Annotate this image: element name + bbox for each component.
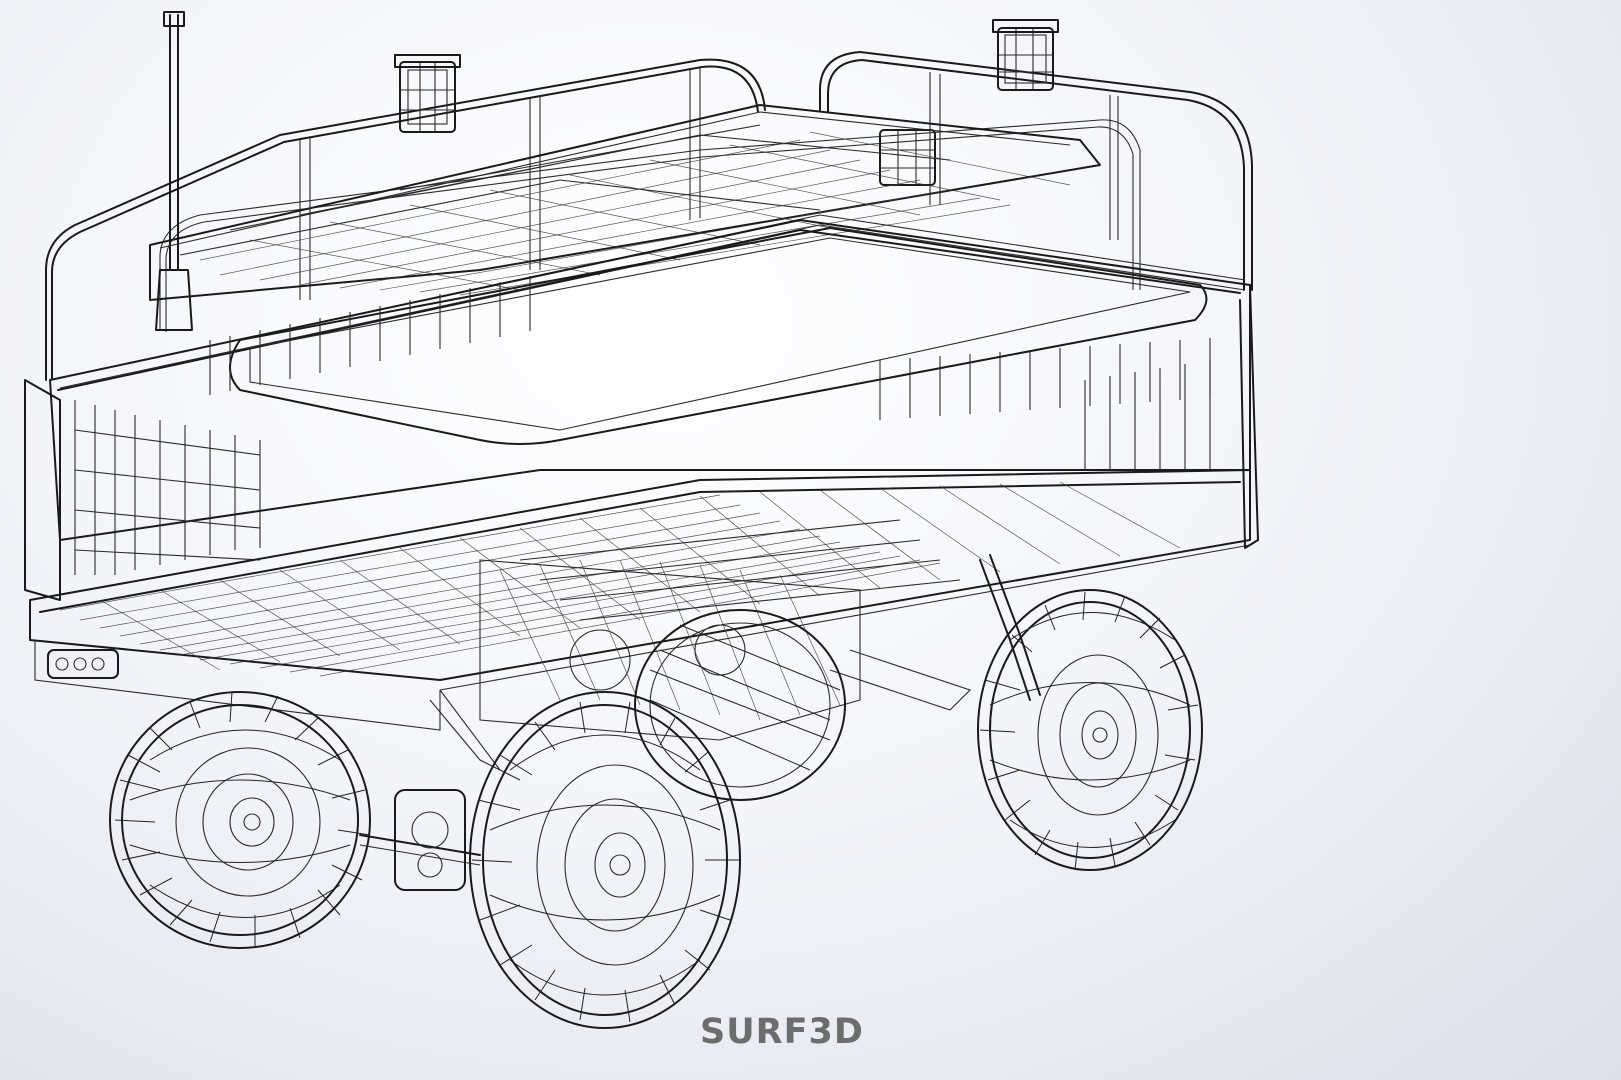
beacon-light-left [394,54,461,133]
watermark-logo: SURF3D [700,1012,864,1052]
front-axle [359,789,481,891]
antenna [155,11,193,331]
cargo-deck [29,469,1251,731]
wheel-front-left [109,691,371,949]
wheel-rear-right [977,589,1203,871]
wheel-rear-inner [634,609,846,801]
cargo-bed-upper [24,219,1259,601]
roof-rack [149,104,1101,301]
beacon-light-right [992,19,1059,91]
roll-cage [45,51,1253,389]
chassis-internals [429,519,1041,781]
wheel-front-right [469,691,741,1029]
